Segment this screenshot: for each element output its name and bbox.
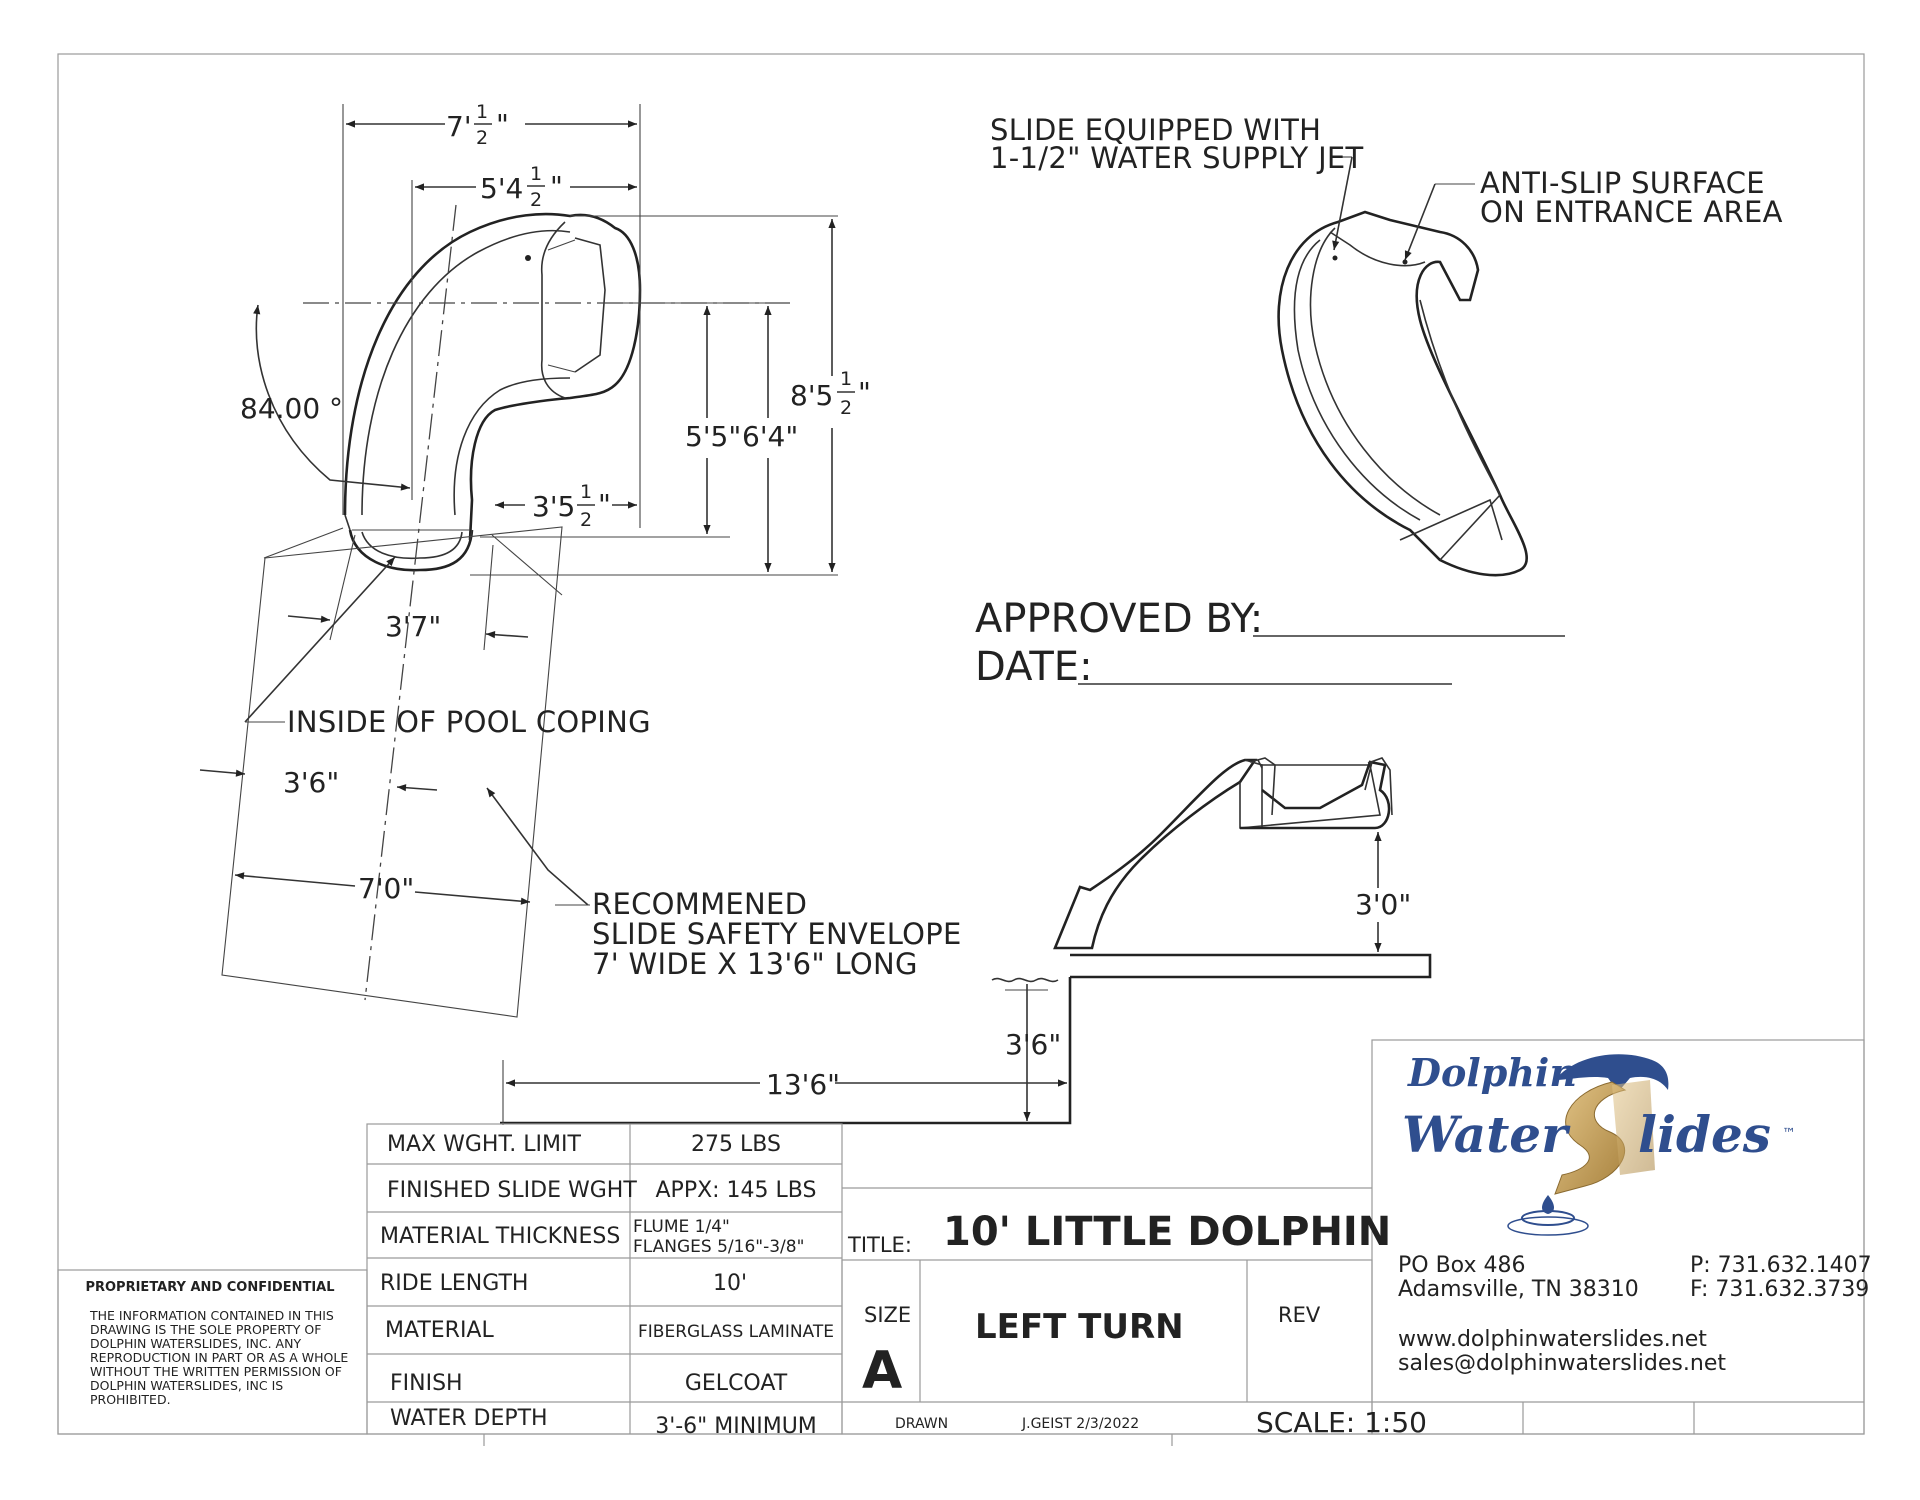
border-ticks: [483, 1434, 1173, 1446]
top-view: 7' 1 2 " 5'4 1 2 " 8'5 1 2 " 6'4" 5'5" 3…: [199, 101, 962, 1018]
spec-value-finished-weight: APPX: 145 LBS: [656, 1178, 817, 1203]
date-label: DATE:: [975, 644, 1093, 690]
dim-overall-width: 7': [446, 110, 472, 143]
fax-number: F: 731.632.3739: [1690, 1277, 1869, 1302]
surface-note-1: ANTI-SLIP SURFACE: [1480, 166, 1765, 200]
proprietary-line: REPRODUCTION IN PART OR AS A WHOLE: [90, 1350, 348, 1365]
dim-overall-height-num: 1: [840, 368, 852, 390]
spec-label-water-depth: WATER DEPTH: [390, 1406, 548, 1431]
iso-view: SLIDE EQUIPPED WITH 1-1/2" WATER SUPPLY …: [990, 113, 1783, 577]
rev-label: REV: [1278, 1303, 1321, 1327]
envelope-note-3: 7' WIDE X 13'6" LONG: [592, 947, 918, 981]
top-view-centerline: [364, 204, 457, 1001]
proprietary-line: THE INFORMATION CONTAINED IN THIS: [89, 1308, 334, 1323]
spec-value-ride-length: 10': [713, 1271, 747, 1296]
dim-inner-width-den: 2: [530, 189, 542, 211]
proprietary-line: WITHOUT THE WRITTEN PERMISSION OF: [90, 1364, 342, 1379]
proprietary-line: PROHIBITED.: [90, 1392, 171, 1407]
company-contact: PO Box 486 Adamsville, TN 38310 P: 731.6…: [1398, 1253, 1872, 1376]
address-line-1: PO Box 486: [1398, 1253, 1525, 1278]
slide-swirl-icon: [1554, 1081, 1627, 1195]
spec-value-material: FIBERGLASS LAMINATE: [638, 1322, 834, 1342]
angle-label: 84.00 °: [240, 392, 343, 425]
logo-trademark: ™: [1782, 1126, 1796, 1142]
drawn-label: DRAWN: [895, 1416, 948, 1432]
logo-word-water: Water: [1402, 1105, 1571, 1164]
dim-exit-offset: 3'5: [532, 490, 575, 523]
spec-table: MAX WGHT. LIMIT 275 LBS FINISHED SLIDE W…: [380, 1132, 834, 1439]
jet-note-1: SLIDE EQUIPPED WITH: [990, 113, 1321, 147]
spec-label-finish: FINISH: [390, 1371, 463, 1396]
approval-block: APPROVED BY: DATE:: [975, 596, 1565, 690]
dim-height-b: 6'4": [742, 420, 798, 453]
main-block-grid: [57, 1039, 1865, 1435]
dolphin-icon: [1555, 1054, 1669, 1092]
dim-length: 13'6": [766, 1068, 840, 1101]
dim-overall-width-unit: ": [496, 108, 509, 141]
spec-value-thickness-flanges: FLANGES 5/16"-3/8": [633, 1237, 804, 1257]
spec-value-finish: GELCOAT: [685, 1371, 788, 1396]
spec-value-thickness-flume: FLUME 1/4": [633, 1217, 730, 1237]
size-value: A: [862, 1341, 902, 1401]
address-line-2: Adamsville, TN 38310: [1398, 1277, 1639, 1302]
jet-note-2: 1-1/2" WATER SUPPLY JET: [990, 141, 1364, 175]
title-block: MAX WGHT. LIMIT 275 LBS FINISHED SLIDE W…: [57, 1039, 1872, 1439]
spec-label-thickness: MATERIAL THICKNESS: [380, 1224, 620, 1249]
dim-exit-offset-unit: ": [598, 488, 611, 521]
envelope-note-2: SLIDE SAFETY ENVELOPE: [592, 917, 962, 951]
logo-word-dolphin: Dolphin: [1407, 1050, 1577, 1095]
spec-label-max-weight: MAX WGHT. LIMIT: [387, 1132, 581, 1157]
logo-word-slides: lides: [1638, 1105, 1771, 1164]
water-drop-icon: [1542, 1195, 1554, 1214]
envelope-note-1: RECOMMENED: [592, 887, 807, 921]
dim-inner-width: 5'4: [480, 172, 523, 205]
surface-note-2: ON ENTRANCE AREA: [1480, 195, 1783, 229]
dim-inner-width-unit: ": [550, 170, 563, 203]
company-logo: Dolphin Water lides ™: [1402, 1050, 1796, 1236]
dim-envelope-width: 7'0": [358, 872, 414, 905]
dim-overall-height-den: 2: [840, 397, 852, 419]
proprietary-notice: PROPRIETARY AND CONFIDENTIAL THE INFORMA…: [85, 1280, 348, 1407]
spec-label-ride-length: RIDE LENGTH: [380, 1271, 528, 1296]
spec-value-water-depth: 3'-6" MINIMUM: [655, 1414, 817, 1439]
proprietary-line: DRAWING IS THE SOLE PROPERTY OF: [90, 1322, 321, 1337]
dim-height-a: 5'5": [685, 420, 741, 453]
dim-exit-offset-den: 2: [580, 509, 592, 531]
email-link[interactable]: sales@dolphinwaterslides.net: [1398, 1351, 1726, 1376]
drawn-by: J.GEIST 2/3/2022: [1021, 1416, 1139, 1432]
dim-overall-height: 8'5: [790, 379, 833, 412]
dim-overall-width-den: 2: [476, 127, 488, 149]
spec-label-finished-weight: FINISHED SLIDE WGHT: [387, 1178, 637, 1203]
top-view-slide-outline: [343, 212, 642, 572]
coping-label: INSIDE OF POOL COPING: [287, 705, 651, 739]
size-label: SIZE: [864, 1303, 911, 1327]
proprietary-heading: PROPRIETARY AND CONFIDENTIAL: [85, 1280, 334, 1295]
scale-label: SCALE: 1:50: [1256, 1406, 1427, 1439]
spec-value-max-weight: 275 LBS: [691, 1132, 781, 1157]
dim-water-depth: 3'6": [1005, 1028, 1061, 1061]
spec-label-material: MATERIAL: [385, 1318, 494, 1343]
phone-number: P: 731.632.1407: [1690, 1253, 1872, 1278]
approved-by-label: APPROVED BY:: [975, 596, 1263, 642]
dim-exit-width: 3'7": [385, 610, 441, 643]
drawing-subtitle: LEFT TURN: [975, 1307, 1184, 1347]
proprietary-line: DOLPHIN WATERSLIDES, INC IS: [90, 1378, 283, 1393]
dim-deck-height: 3'0": [1355, 888, 1411, 921]
dim-exit-offset-num: 1: [580, 481, 592, 503]
side-view: 3'6" 3'0" 13'6": [500, 757, 1432, 1125]
website-link[interactable]: www.dolphinwaterslides.net: [1398, 1327, 1707, 1352]
dim-overall-width-num: 1: [476, 101, 488, 123]
dim-envelope-offset: 3'6": [283, 766, 339, 799]
title-label: TITLE:: [847, 1233, 912, 1257]
proprietary-line: DOLPHIN WATERSLIDES, INC. ANY: [90, 1336, 301, 1351]
dim-inner-width-num: 1: [530, 163, 542, 185]
drawing-title: 10' LITTLE DOLPHIN: [943, 1209, 1391, 1255]
safety-envelope: [221, 526, 563, 1018]
dim-overall-height-unit: ": [858, 376, 871, 409]
